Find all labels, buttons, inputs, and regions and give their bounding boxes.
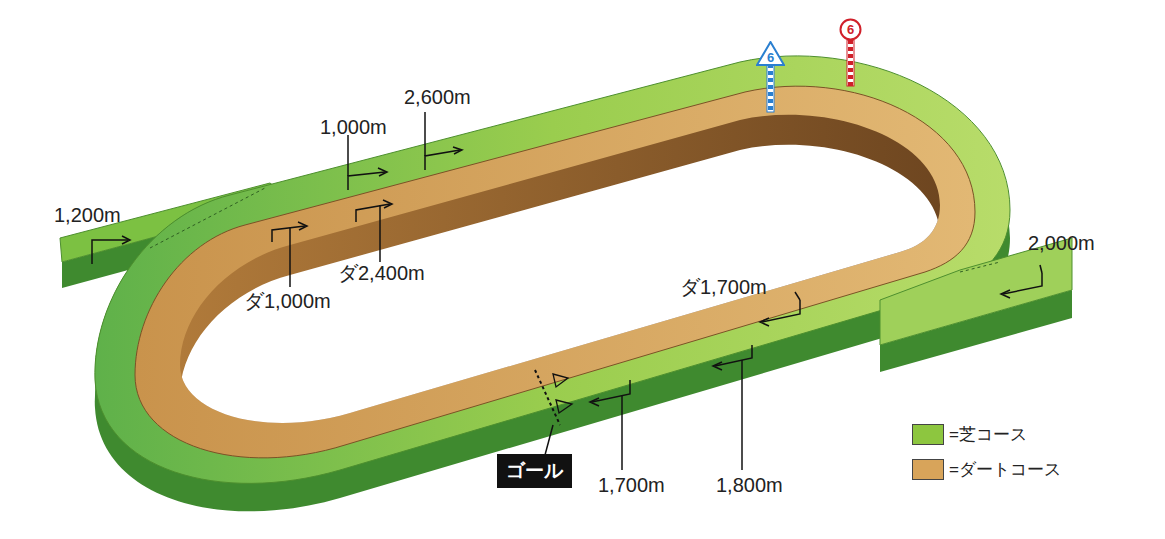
node-text: 6 — [767, 50, 774, 65]
distance-label: ダ2,400m — [336, 262, 427, 284]
dirt-course — [135, 86, 975, 458]
node-text: ゴール — [506, 458, 563, 484]
goal-line — [535, 370, 560, 425]
goal-label: ゴール — [497, 454, 572, 488]
legend-swatch — [912, 424, 944, 445]
start-markers — [92, 112, 1042, 470]
distance-label: 1,000m — [318, 116, 389, 138]
turf-course — [95, 56, 1010, 483]
legend-row: =ダートコース — [912, 458, 1061, 481]
legend-text: =ダートコース — [949, 458, 1061, 481]
distance-label: 2,000m — [1026, 232, 1097, 254]
infield — [180, 145, 940, 453]
legend-swatch — [912, 459, 944, 480]
red-pole — [847, 40, 854, 86]
distance-label: 2,600m — [402, 86, 473, 108]
legend-row: =芝コース — [912, 423, 1027, 446]
distance-label: ダ1,000m — [242, 290, 333, 312]
blue-pole — [767, 64, 774, 112]
distance-label: ダ1,700m — [678, 276, 769, 298]
furlong-marker: 6 — [756, 41, 785, 66]
furlong-marker: 6 — [839, 18, 862, 41]
node-text: 6 — [847, 22, 854, 37]
distance-label: 1,800m — [714, 474, 785, 496]
distance-label: 1,700m — [596, 474, 667, 496]
legend-text: =芝コース — [949, 423, 1027, 446]
distance-label: 1,200m — [52, 204, 123, 226]
